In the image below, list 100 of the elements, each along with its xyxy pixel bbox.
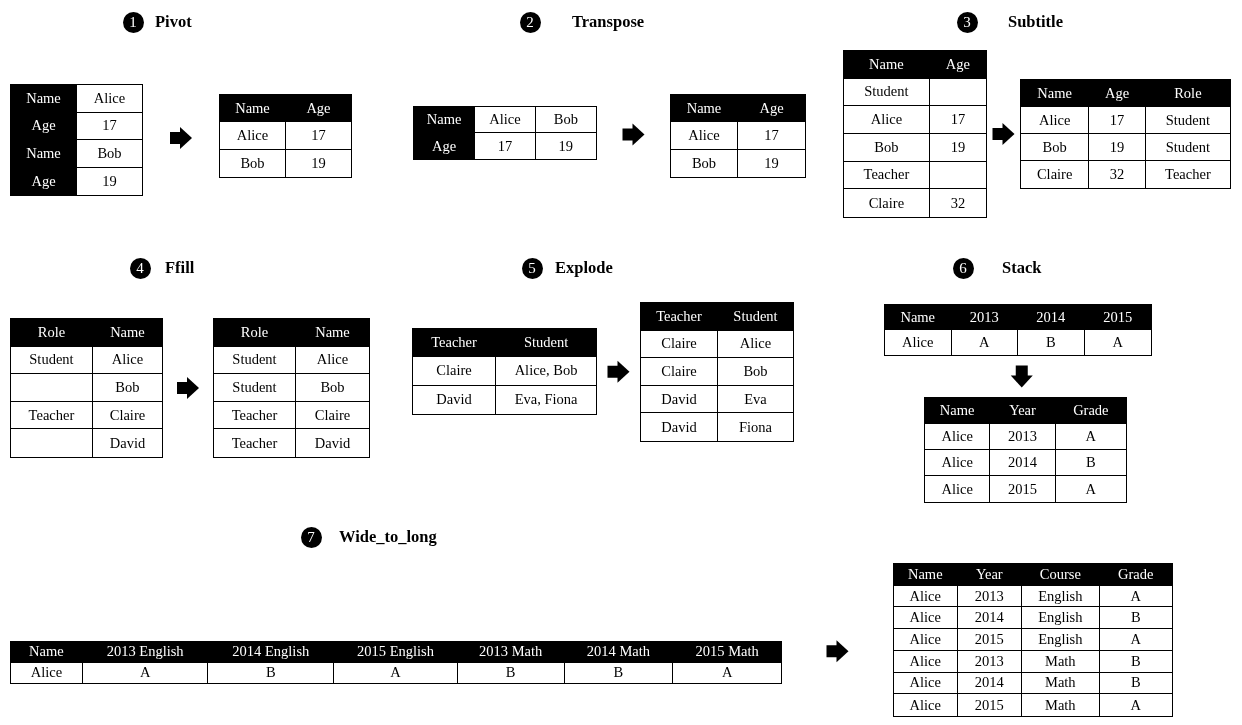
data-cell: 17 (286, 122, 351, 150)
data-cell: Bob (92, 374, 162, 402)
data-table (10, 318, 163, 458)
data-cell-text: Eva, Fiona (513, 390, 579, 410)
data-cell: 17 (738, 122, 805, 150)
data-table (412, 328, 597, 415)
section-title: Stack (1002, 258, 1042, 278)
data-table (10, 641, 782, 684)
data-cell: 2013 (957, 585, 1023, 608)
step-number-badge: 1 (122, 11, 144, 33)
data-cell: Alice (844, 106, 930, 134)
data-cell: English (1022, 585, 1100, 608)
section-title: Pivot (155, 12, 192, 32)
header-cell: Year (957, 564, 1023, 586)
header-cell: Age (414, 133, 476, 159)
data-cell: Claire (844, 189, 930, 217)
data-cell: Eva (718, 385, 793, 414)
header-cell: Name (925, 398, 991, 424)
data-cell: Alice (894, 585, 958, 608)
header-cell: Age (11, 167, 77, 195)
data-cell-text: David (108, 433, 147, 453)
data-cell: David (413, 385, 497, 414)
data-cell: Math (1022, 694, 1100, 716)
data-cell-text: Teacher (1164, 165, 1212, 184)
data-cell: Alice (11, 662, 83, 683)
data-cell: B (1099, 607, 1172, 630)
data-cell: 2013 (990, 424, 1056, 450)
data-cell: Teacher (11, 401, 93, 430)
header-cell: Name (894, 564, 958, 586)
data-cell: David (641, 385, 718, 414)
data-cell: 17 (475, 133, 536, 159)
data-cell: English (1022, 629, 1100, 651)
data-cell: 32 (1089, 161, 1146, 188)
header-cell: Age (11, 112, 77, 140)
header-cell: Name (1021, 80, 1090, 107)
data-cell-text: 19 (763, 153, 780, 173)
data-cell: 2015 (990, 476, 1056, 502)
data-cell: Teacher (214, 429, 296, 457)
data-cell: Alice (1021, 107, 1090, 134)
header-cell: Age (1089, 80, 1146, 107)
data-cell: 2013 (957, 650, 1023, 673)
data-cell: Student (214, 374, 296, 402)
data-cell: B (1099, 672, 1172, 695)
data-cell: B (208, 662, 335, 683)
header-cell: Role (11, 319, 93, 347)
data-cell-text: 32 (949, 193, 967, 213)
data-cell: Alice (77, 85, 142, 113)
header-cell: Name (295, 319, 369, 347)
header-cell: Name (885, 305, 952, 330)
data-cell: Bob (718, 358, 793, 386)
header-cell: Age (286, 95, 351, 123)
data-cell: Student (11, 346, 93, 375)
data-cell: Alice (894, 672, 958, 695)
data-cell: B (564, 662, 674, 683)
data-cell: Alice (92, 346, 162, 375)
data-table (924, 397, 1127, 503)
data-cell: 19 (929, 134, 986, 162)
data-cell: David (641, 413, 718, 441)
data-cell: A (334, 662, 458, 683)
header-cell: Name (220, 95, 286, 123)
data-cell: B (457, 662, 565, 683)
header-cell: Name (414, 107, 476, 133)
data-table (884, 304, 1152, 356)
data-table (640, 302, 794, 442)
data-table (219, 94, 352, 178)
header-cell: Student (496, 329, 596, 358)
data-table (670, 94, 806, 178)
header-cell: Age (929, 51, 986, 79)
data-cell: Alice (475, 107, 536, 133)
step-number-badge: 7 (300, 526, 322, 548)
header-cell: Role (214, 319, 296, 347)
data-cell: 17 (77, 112, 142, 140)
data-cell-text: 19 (101, 171, 118, 191)
header-cell: Name (11, 642, 83, 663)
data-cell: A (951, 330, 1018, 355)
header-cell: Name (11, 140, 77, 168)
header-cell: Student (718, 303, 793, 331)
header-cell: Year (990, 398, 1056, 424)
data-cell: 2014 (957, 672, 1023, 695)
data-cell: A (1055, 424, 1126, 450)
section-title: Transpose (572, 12, 645, 32)
step-number-badge: 6 (952, 257, 974, 279)
data-cell-text: A (1111, 333, 1124, 352)
data-cell: Student (1145, 107, 1230, 134)
header-cell: 2013 Math (457, 642, 565, 663)
data-cell: Bob (1021, 134, 1090, 161)
data-cell: A (82, 662, 209, 683)
data-cell: Alice, Bob (496, 357, 596, 386)
header-cell: 2014 Math (564, 642, 674, 663)
data-cell: Alice (925, 450, 991, 476)
data-cell: B (1099, 650, 1172, 673)
header-cell: Age (738, 95, 805, 123)
data-cell: Alice (885, 330, 952, 355)
data-cell: Student (214, 346, 296, 375)
header-cell: 2015 English (334, 642, 458, 663)
step-number-badge: 2 (519, 11, 541, 33)
data-cell: Claire (413, 357, 497, 386)
header-cell: Grade (1055, 398, 1126, 424)
header-cell: Name (11, 85, 77, 113)
data-cell: Alice (894, 629, 958, 651)
